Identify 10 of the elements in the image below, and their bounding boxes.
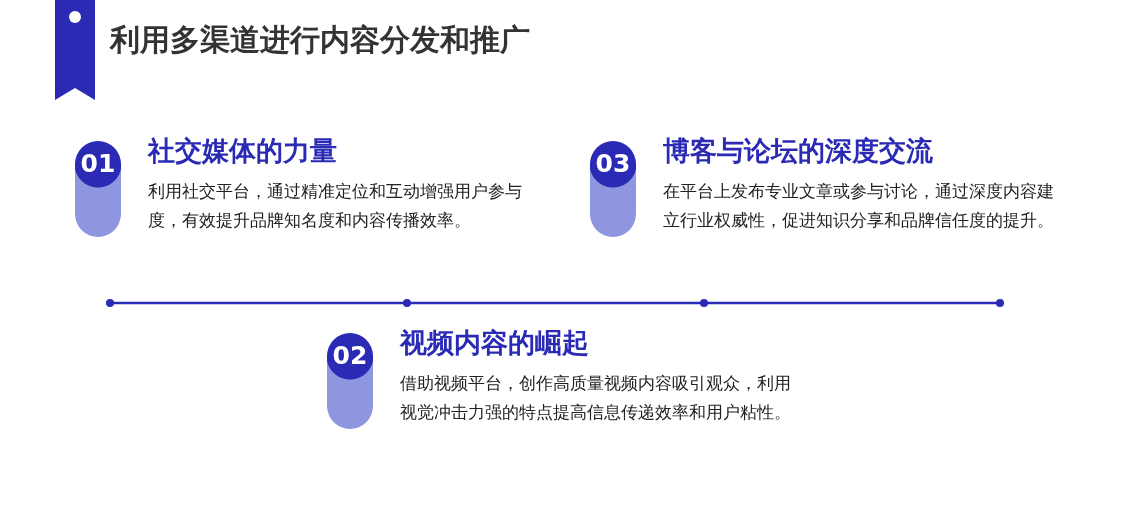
item-description: 借助视频平台，创作高质量视频内容吸引观众，利用视觉冲击力强的特点提高信息传递效率和用户粘性。 (400, 372, 792, 424)
number-badge: 03 (590, 141, 636, 237)
item-heading: 视频内容的崛起 (400, 326, 589, 360)
slide-title: 利用多渠道进行内容分发和推广 (110, 21, 530, 59)
number-badge: 02 (327, 333, 373, 429)
item-description: 利用社交平台，通过精准定位和互动增强用户参与度，有效提升品牌知名度和内容传播效率。 (148, 180, 523, 232)
item-heading: 社交媒体的力量 (148, 134, 337, 168)
item-heading: 博客与论坛的深度交流 (663, 134, 933, 168)
item-description: 在平台上发布专业文章或参与讨论，通过深度内容建立行业权威性，促进知识分享和品牌信任度的提升。 (663, 180, 1055, 232)
number-badge: 01 (75, 141, 121, 237)
